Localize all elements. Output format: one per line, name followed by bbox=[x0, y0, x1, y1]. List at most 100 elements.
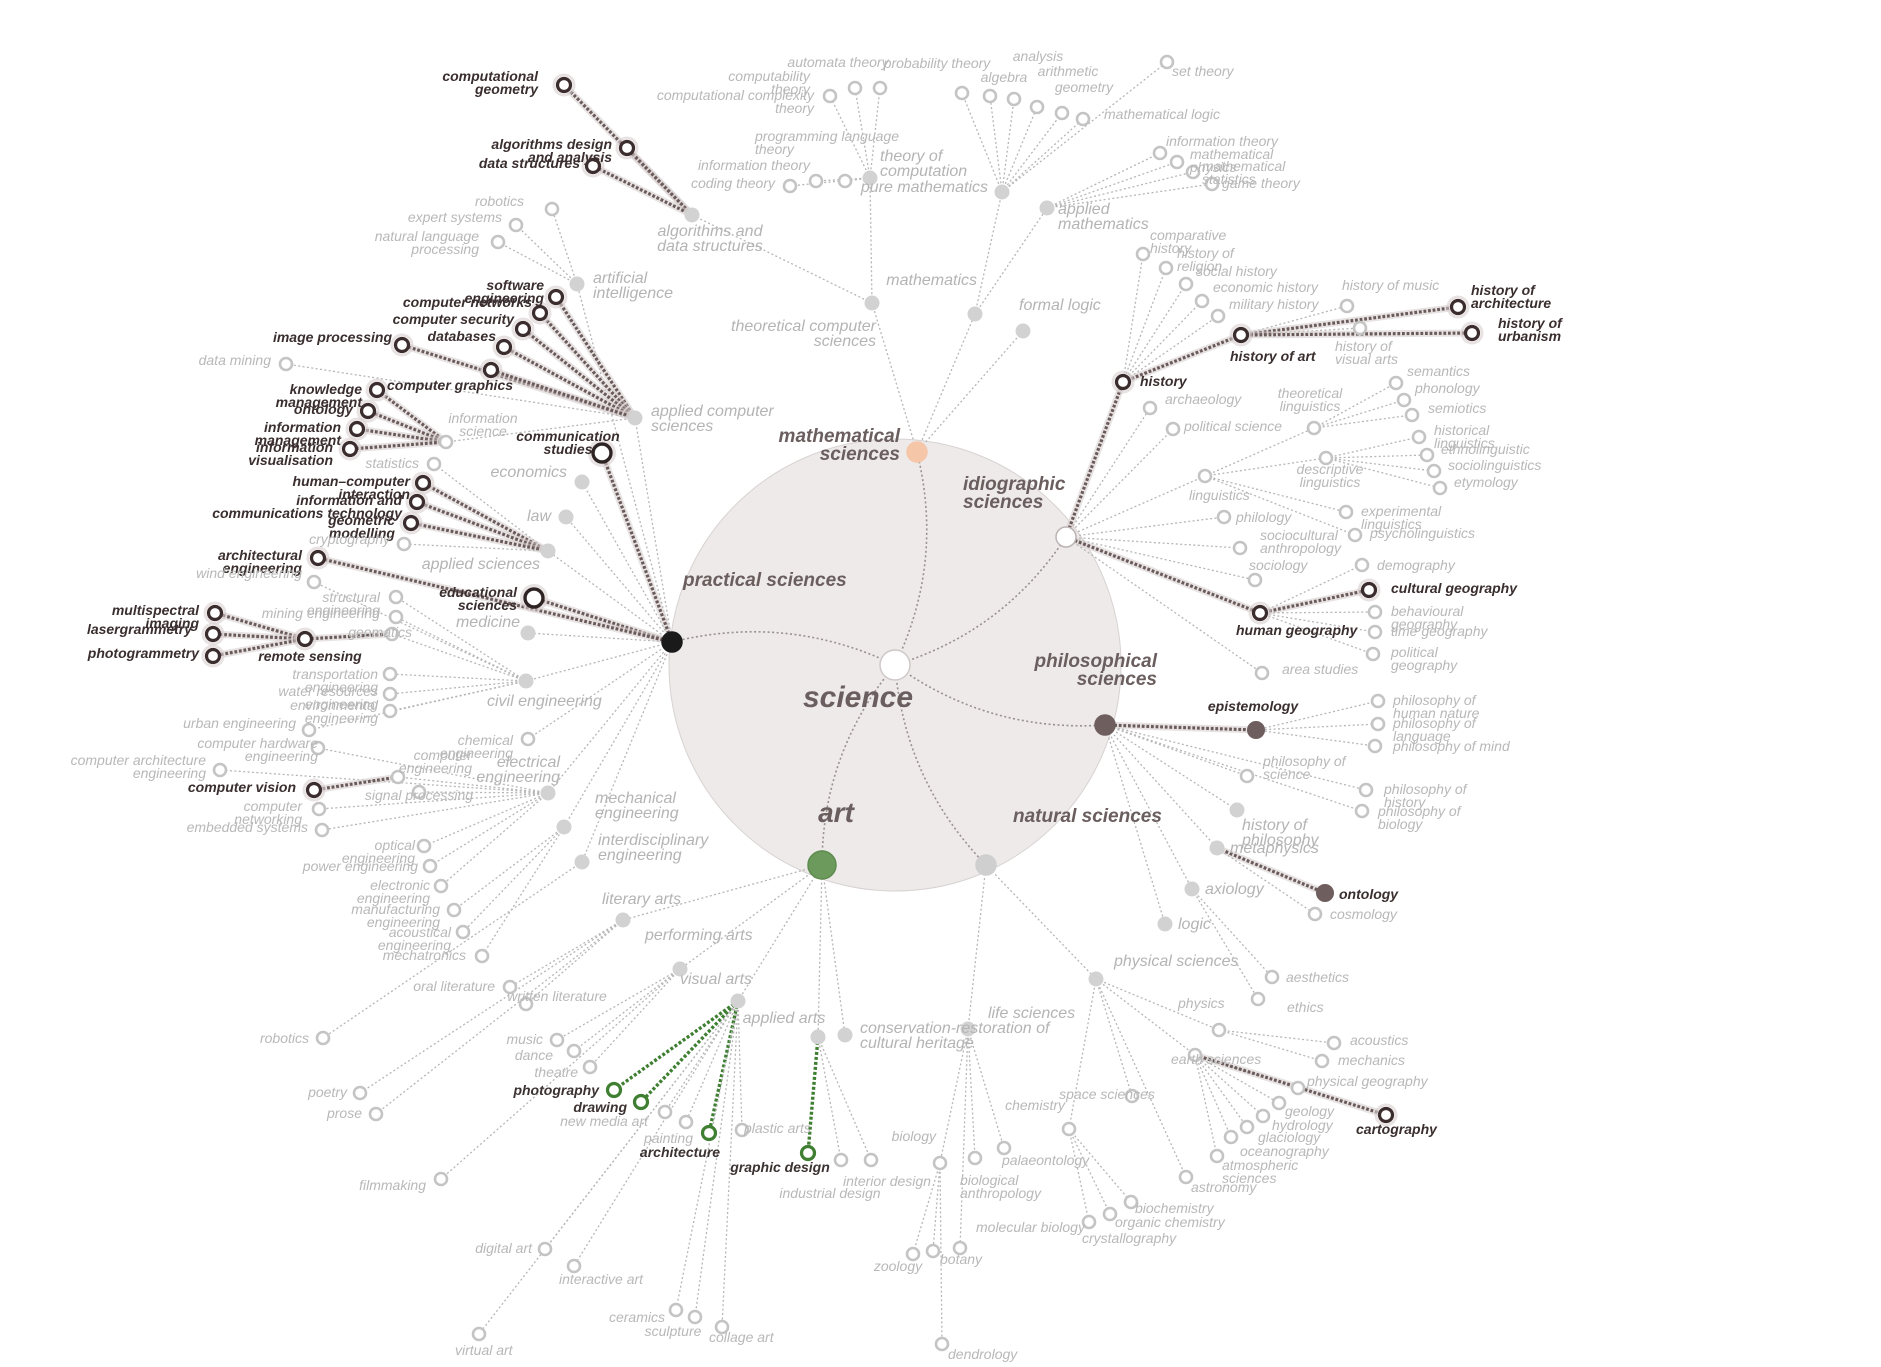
node-opteng[interactable] bbox=[416, 838, 432, 854]
node-polsci[interactable] bbox=[1165, 421, 1181, 437]
node-newmedia[interactable] bbox=[657, 1104, 673, 1120]
node-dendrol[interactable] bbox=[934, 1336, 950, 1352]
node-photogram[interactable] bbox=[204, 647, 222, 665]
node-theatre[interactable] bbox=[582, 1059, 598, 1075]
node-mechatr[interactable] bbox=[474, 948, 490, 964]
node-glaciol[interactable] bbox=[1239, 1119, 1255, 1135]
node-sigproc[interactable] bbox=[411, 784, 427, 800]
node-physics[interactable] bbox=[1211, 1022, 1227, 1038]
node-windeng[interactable] bbox=[306, 574, 322, 590]
node-practical[interactable] bbox=[661, 631, 683, 653]
node-lifesci[interactable] bbox=[960, 1021, 976, 1037]
node-painting[interactable] bbox=[678, 1114, 694, 1130]
node-ai[interactable] bbox=[569, 276, 585, 292]
node-urbeng[interactable] bbox=[301, 722, 317, 738]
node-histling[interactable] bbox=[1411, 429, 1427, 445]
node-histurb[interactable] bbox=[1463, 324, 1481, 342]
node-phisci[interactable] bbox=[1239, 768, 1255, 784]
node-epist[interactable] bbox=[1247, 721, 1265, 739]
node-perfarts[interactable] bbox=[672, 961, 688, 977]
node-hop[interactable] bbox=[1229, 802, 1245, 818]
node-expsys[interactable] bbox=[508, 217, 524, 233]
node-lasergram[interactable] bbox=[204, 625, 222, 643]
node-bioanth[interactable] bbox=[967, 1150, 983, 1166]
node-culgeo[interactable] bbox=[1360, 581, 1378, 599]
node-infth2[interactable] bbox=[1152, 145, 1168, 161]
node-biochem[interactable] bbox=[1123, 1194, 1139, 1210]
node-metaph[interactable] bbox=[1209, 840, 1225, 856]
node-intdes[interactable] bbox=[863, 1152, 879, 1168]
node-archaeo[interactable] bbox=[1142, 400, 1158, 416]
node-earthsci[interactable] bbox=[1187, 1047, 1203, 1063]
node-histrel[interactable] bbox=[1158, 260, 1174, 276]
node-histarch[interactable] bbox=[1449, 298, 1467, 316]
node-hci[interactable] bbox=[414, 474, 432, 492]
node-histart[interactable] bbox=[1232, 326, 1250, 344]
node-comphist[interactable] bbox=[1135, 246, 1151, 262]
node-phonol[interactable] bbox=[1396, 392, 1412, 408]
node-eleceng[interactable] bbox=[540, 785, 556, 801]
node-conserv[interactable] bbox=[837, 1027, 853, 1043]
node-formallogic[interactable] bbox=[1015, 323, 1031, 339]
node-chem[interactable] bbox=[1061, 1121, 1077, 1137]
node-timegeo[interactable] bbox=[1367, 624, 1383, 640]
node-stats[interactable] bbox=[426, 456, 442, 472]
node-msimg[interactable] bbox=[206, 604, 224, 622]
node-psycholing[interactable] bbox=[1347, 527, 1363, 543]
node-physgeo[interactable] bbox=[1290, 1080, 1306, 1096]
node-nlp[interactable] bbox=[490, 234, 506, 250]
node-phmind[interactable] bbox=[1367, 738, 1383, 754]
node-inddes[interactable] bbox=[833, 1152, 849, 1168]
node-interact[interactable] bbox=[566, 1258, 582, 1274]
node-expling[interactable] bbox=[1338, 504, 1354, 520]
node-alg[interactable] bbox=[982, 88, 998, 104]
node-algds[interactable] bbox=[684, 207, 700, 223]
node-ada[interactable] bbox=[618, 139, 636, 157]
node-infman[interactable] bbox=[348, 420, 366, 438]
node-mineng[interactable] bbox=[388, 609, 404, 625]
node-socioling[interactable] bbox=[1426, 463, 1442, 479]
node-etym[interactable] bbox=[1432, 480, 1448, 496]
node-drawing[interactable] bbox=[632, 1093, 650, 1111]
node-ontol1[interactable] bbox=[359, 402, 377, 420]
node-science[interactable] bbox=[879, 649, 911, 681]
node-ling[interactable] bbox=[1197, 468, 1213, 484]
node-phlang[interactable] bbox=[1370, 716, 1386, 732]
node-oral[interactable] bbox=[502, 979, 518, 995]
node-orgchem[interactable] bbox=[1102, 1206, 1118, 1222]
node-geomod[interactable] bbox=[402, 514, 420, 532]
node-semiot[interactable] bbox=[1404, 407, 1420, 423]
node-theocomp[interactable] bbox=[862, 170, 878, 186]
node-eleceng2[interactable] bbox=[433, 878, 449, 894]
node-crypto[interactable] bbox=[396, 536, 412, 552]
node-settheory[interactable] bbox=[1159, 54, 1175, 70]
node-axiol[interactable] bbox=[1184, 881, 1200, 897]
node-theoling[interactable] bbox=[1306, 420, 1322, 436]
node-autth[interactable] bbox=[872, 80, 888, 96]
node-interdisc[interactable] bbox=[574, 854, 590, 870]
node-mathematics[interactable] bbox=[967, 306, 983, 322]
node-econ[interactable] bbox=[574, 474, 590, 490]
node-sculpture[interactable] bbox=[687, 1309, 703, 1325]
node-histvis[interactable] bbox=[1352, 320, 1368, 336]
node-comth[interactable] bbox=[847, 80, 863, 96]
node-imgproc[interactable] bbox=[393, 336, 411, 354]
node-geology[interactable] bbox=[1271, 1095, 1287, 1111]
node-applarts[interactable] bbox=[810, 1029, 826, 1045]
node-robotics2[interactable] bbox=[315, 1030, 331, 1046]
node-purem[interactable] bbox=[994, 184, 1010, 200]
node-remsens[interactable] bbox=[296, 630, 314, 648]
node-aesth[interactable] bbox=[1264, 969, 1280, 985]
node-infvis[interactable] bbox=[341, 440, 359, 458]
node-applm[interactable] bbox=[1039, 200, 1055, 216]
node-idio[interactable] bbox=[1055, 526, 1077, 548]
node-ceramics[interactable] bbox=[668, 1302, 684, 1318]
node-dstr[interactable] bbox=[584, 157, 602, 175]
node-histmusic[interactable] bbox=[1339, 298, 1355, 314]
node-comphw[interactable] bbox=[310, 740, 326, 756]
node-humgeo[interactable] bbox=[1251, 604, 1269, 622]
node-art[interactable] bbox=[807, 850, 837, 880]
node-databases[interactable] bbox=[495, 338, 513, 356]
node-mstat[interactable] bbox=[1185, 164, 1201, 180]
node-compeng[interactable] bbox=[390, 769, 406, 785]
